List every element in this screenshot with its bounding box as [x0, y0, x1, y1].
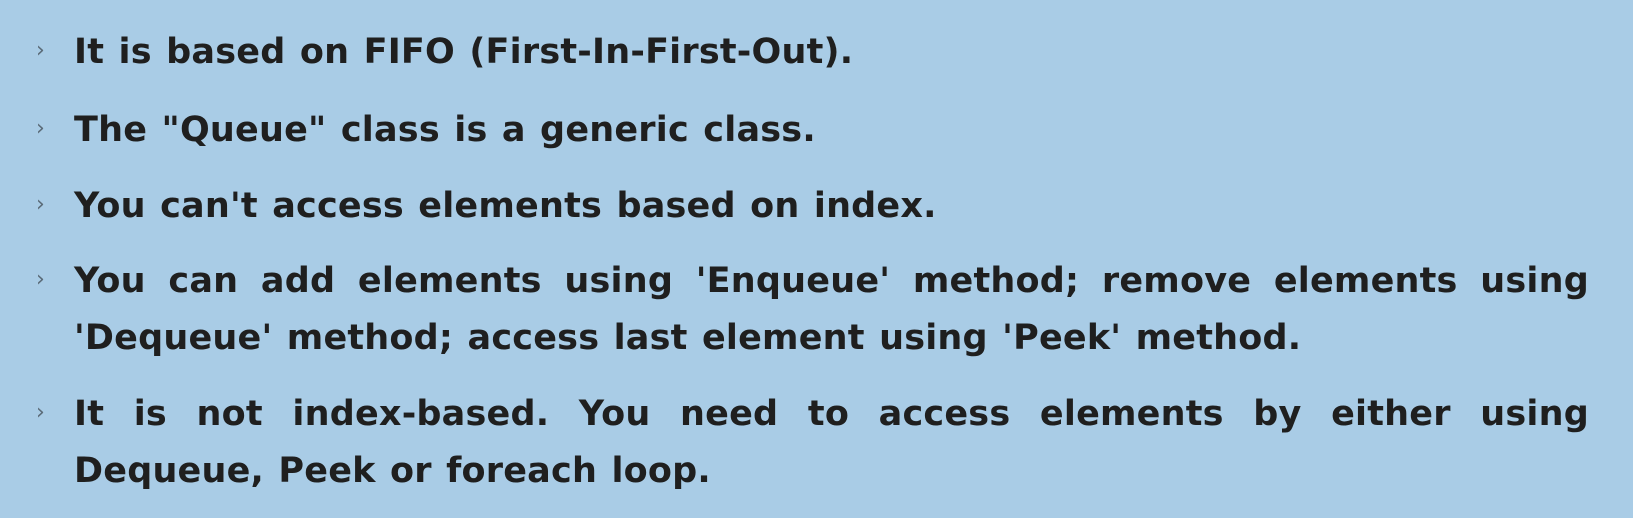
bullet-text: It is based on FIFO (First-In-First-Out)… — [74, 32, 854, 72]
chevron-right-icon: › — [36, 400, 45, 425]
chevron-right-icon: › — [36, 192, 45, 217]
chevron-right-icon: › — [36, 267, 45, 292]
chevron-right-icon: › — [36, 116, 45, 141]
chevron-right-icon: › — [36, 38, 45, 63]
bullet-text: You can't access elements based on index… — [74, 186, 937, 226]
bullet-text: The "Queue" class is a generic class. — [74, 110, 816, 150]
bullet-text: You can add elements using 'Enqueue' met… — [74, 261, 1589, 358]
bullet-text: It is not index-based. You need to acces… — [74, 394, 1589, 491]
